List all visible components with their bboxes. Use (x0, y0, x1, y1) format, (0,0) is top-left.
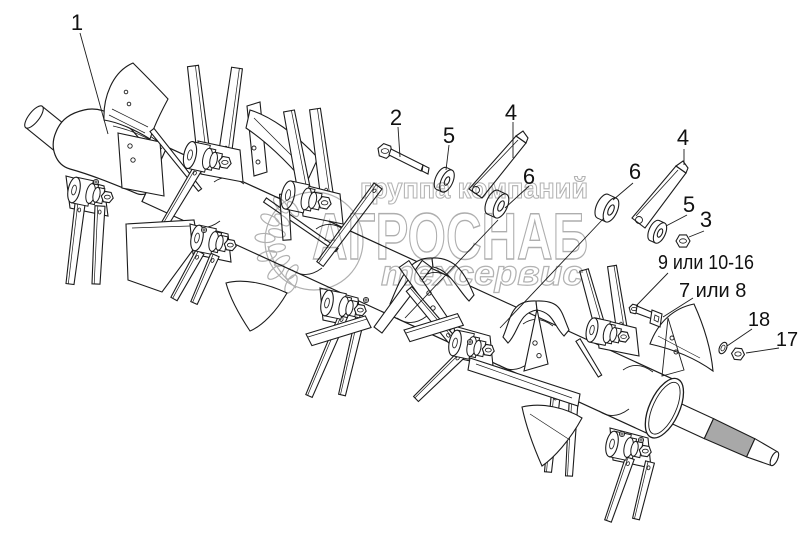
svg-text:5: 5 (683, 192, 695, 217)
svg-text:5: 5 (443, 123, 455, 148)
svg-text:4: 4 (677, 125, 689, 150)
svg-text:3: 3 (700, 207, 712, 232)
svg-text:АГРОСНАБ: АГРОСНАБ (312, 199, 588, 273)
svg-text:2: 2 (390, 105, 402, 130)
svg-text:4: 4 (505, 100, 517, 125)
svg-text:техсервис: техсервис (381, 254, 583, 293)
svg-text:6: 6 (523, 164, 535, 189)
svg-text:18: 18 (748, 309, 770, 331)
svg-text:группа компаний: группа компаний (360, 173, 588, 205)
svg-text:9 или 10-16: 9 или 10-16 (658, 252, 754, 274)
svg-text:17: 17 (776, 329, 798, 351)
svg-text:1: 1 (71, 10, 83, 35)
svg-text:6: 6 (629, 159, 641, 184)
svg-text:7 или 8: 7 или 8 (679, 280, 746, 302)
